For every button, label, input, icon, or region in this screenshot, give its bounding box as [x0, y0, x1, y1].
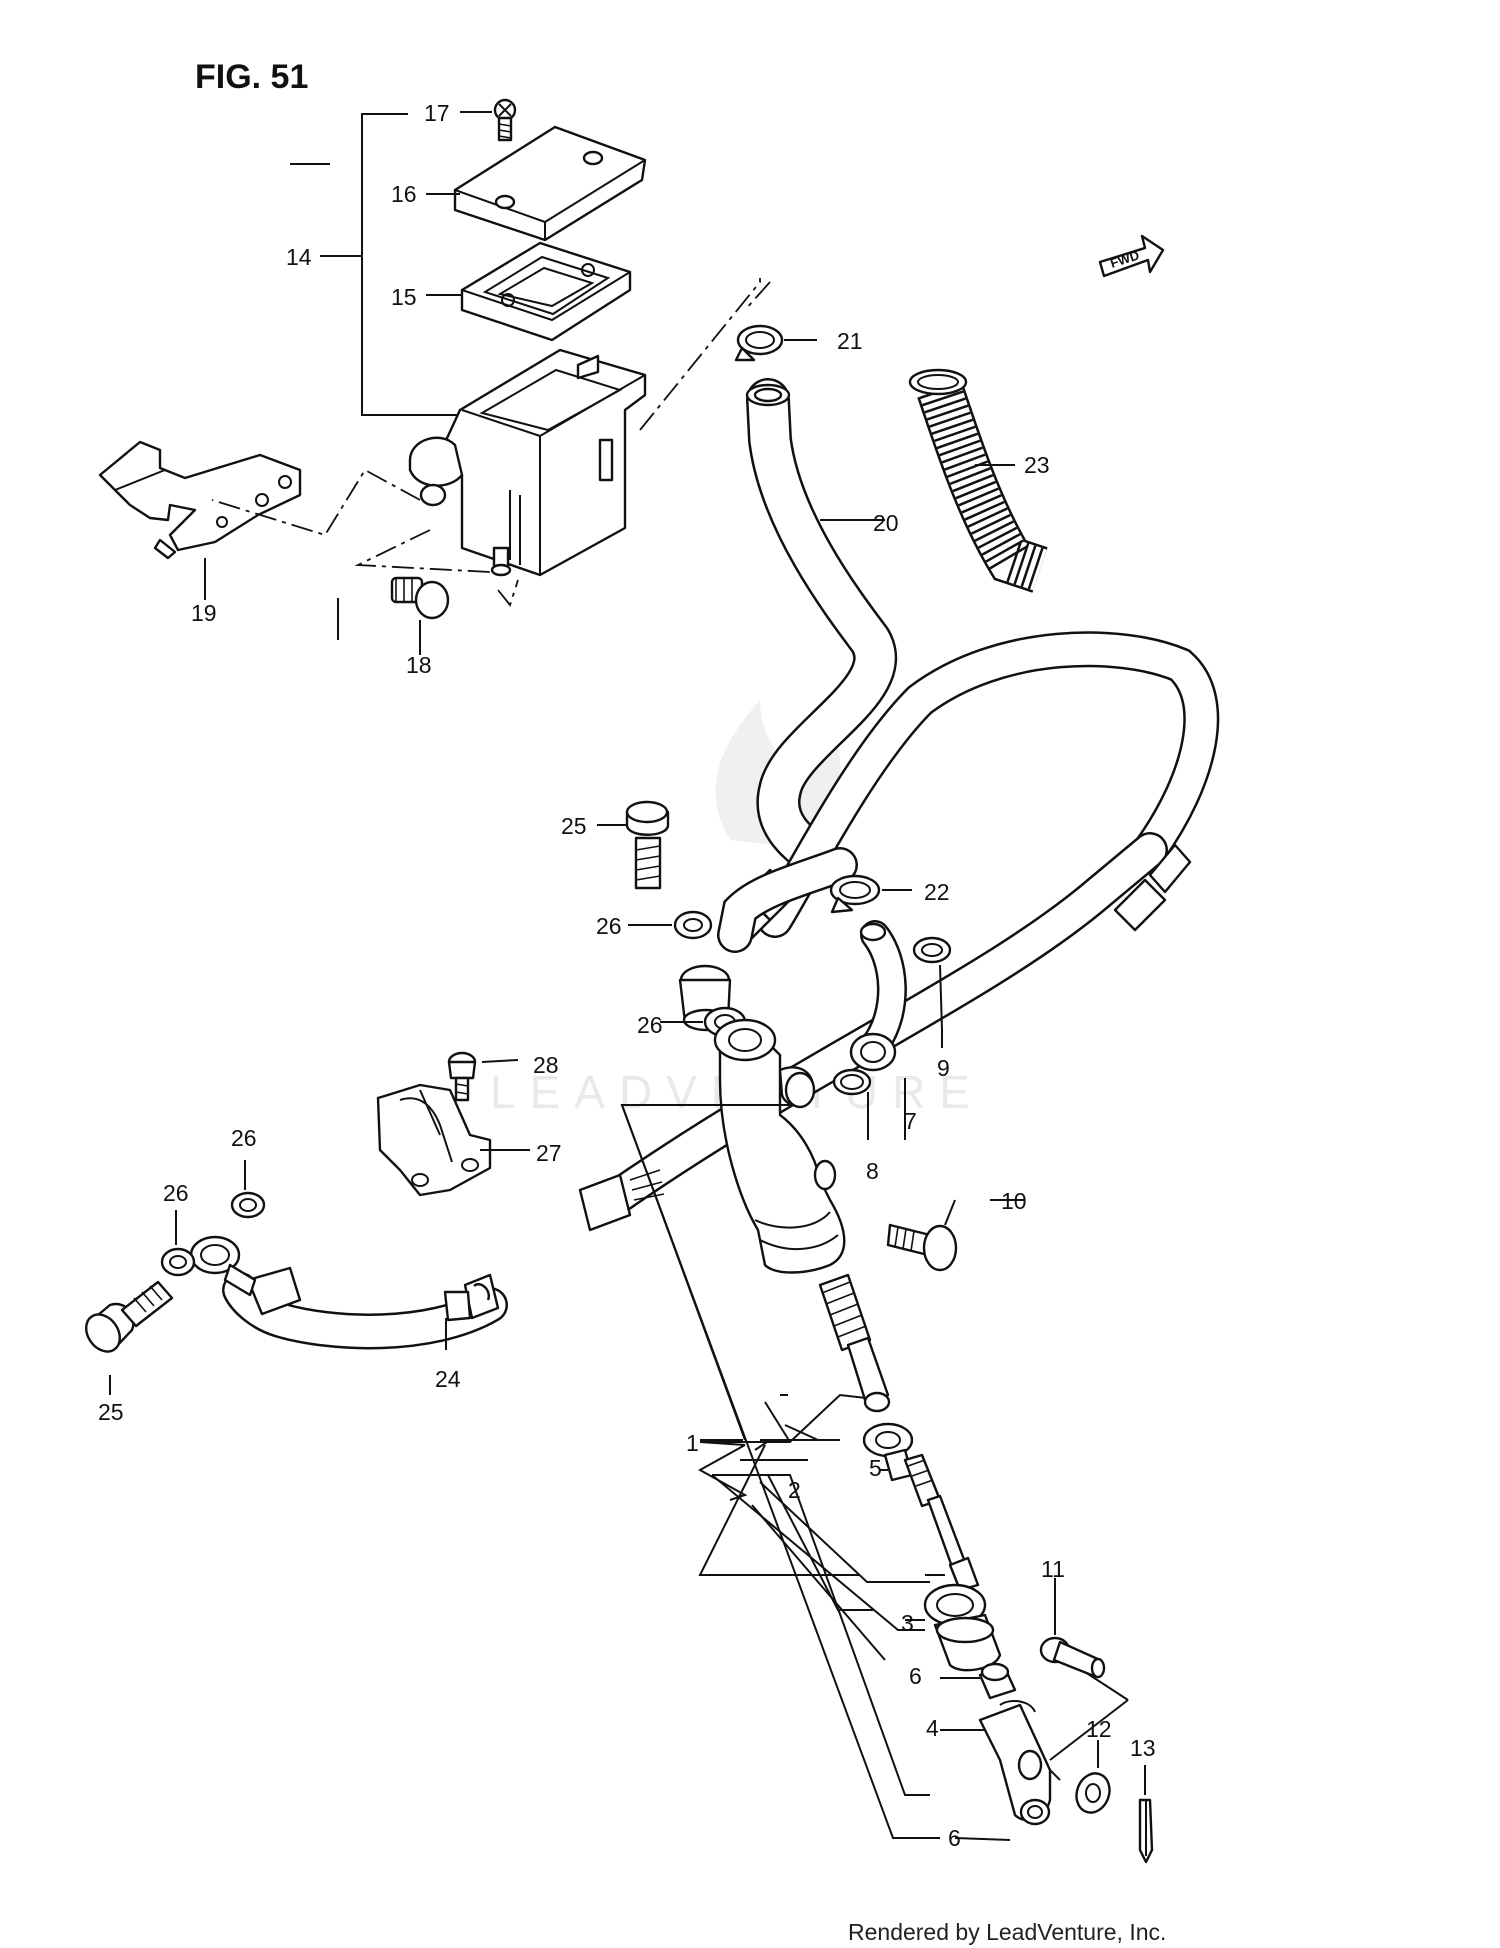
- banjo-bolt-25-lower-icon: [84, 1280, 174, 1353]
- washer-26-left-a-icon: [230, 1191, 266, 1219]
- callout-22: 22: [924, 879, 950, 905]
- callout-10: 10: [1001, 1188, 1027, 1214]
- callout-15: 15: [391, 284, 417, 310]
- reservoir-hose-20: [734, 324, 898, 882]
- clamp-22-icon: [829, 874, 881, 914]
- corrugated-hose-23-icon: [908, 368, 1048, 593]
- diaphragm-15-icon: [460, 241, 632, 342]
- reservoir-assembly: [98, 98, 771, 655]
- kit-bracket-lines: [621, 1104, 940, 1839]
- callout-11: 11: [1041, 1556, 1065, 1582]
- callout-26-mid: 26: [637, 1012, 663, 1038]
- callout-17: 17: [424, 100, 450, 126]
- callouts: 1 2 3 4 5 6 6 7 8 9 10 11 12 13 14 15 16…: [98, 100, 1156, 1851]
- clamp-21-icon: [734, 324, 784, 362]
- bolt-28-icon: [447, 1051, 477, 1102]
- piston-spring-assembly-icon: [818, 1273, 1061, 1826]
- callout-26-left-a: 26: [231, 1125, 257, 1151]
- callout-8: 8: [866, 1158, 879, 1184]
- clevis-pin-11-icon: [1039, 1636, 1106, 1679]
- reservoir-cap-16-icon: [453, 125, 647, 242]
- banjo-bolt-25-upper-icon: [625, 800, 670, 890]
- callout-6-lower: 6: [948, 1825, 961, 1851]
- footer-credit: Rendered by LeadVenture, Inc.: [848, 1919, 1166, 1945]
- callout-3: 3: [901, 1610, 914, 1636]
- leader-lines: [109, 111, 1146, 1841]
- callout-26-upper: 26: [596, 913, 622, 939]
- callout-6-upper: 6: [909, 1663, 922, 1689]
- washer-26-upper-icon: [673, 910, 713, 940]
- callout-9: 9: [937, 1055, 950, 1081]
- figure-title: FIG. 51: [195, 58, 308, 96]
- screw-17-icon: [493, 98, 517, 142]
- callout-16: 16: [391, 181, 417, 207]
- callout-2: 2: [788, 1477, 801, 1503]
- callout-27: 27: [536, 1140, 562, 1166]
- callout-24: 24: [435, 1366, 461, 1392]
- callout-21: 21: [837, 328, 863, 354]
- callout-26-left-b: 26: [163, 1180, 189, 1206]
- callout-7: 7: [904, 1108, 917, 1134]
- bolt-18-icon: [390, 576, 450, 620]
- washer-12-icon: [1075, 1772, 1111, 1814]
- oring-8-icon: [832, 1068, 872, 1096]
- fwd-arrow-icon: FWD: [1098, 234, 1165, 278]
- holder-27-icon: [376, 1083, 492, 1197]
- callout-25-upper: 25: [561, 813, 587, 839]
- callout-5: 5: [869, 1455, 882, 1481]
- callout-23: 23: [1024, 452, 1050, 478]
- master-cylinder-1-icon: [713, 1018, 846, 1274]
- hose-fitting-7-icon: [849, 920, 907, 1072]
- callout-14: 14: [286, 244, 312, 270]
- callout-13: 13: [1130, 1735, 1156, 1761]
- bolt-10-icon: [886, 1223, 958, 1272]
- cotter-pin-13-icon: [1138, 1798, 1154, 1864]
- reservoir-body-icon: [408, 348, 647, 577]
- upper-hose: [678, 847, 858, 1032]
- callout-25-lower: 25: [98, 1399, 124, 1425]
- bracket-19-icon: [98, 440, 302, 560]
- callout-1: 1: [686, 1430, 699, 1456]
- callout-20: 20: [873, 510, 899, 536]
- callout-12: 12: [1086, 1716, 1112, 1742]
- washer-26-left-b-icon: [160, 1247, 196, 1277]
- callout-19: 19: [191, 600, 217, 626]
- callout-4: 4: [926, 1715, 939, 1741]
- callout-18: 18: [406, 652, 432, 678]
- callout-28: 28: [533, 1052, 559, 1078]
- clip-9-icon: [912, 936, 952, 964]
